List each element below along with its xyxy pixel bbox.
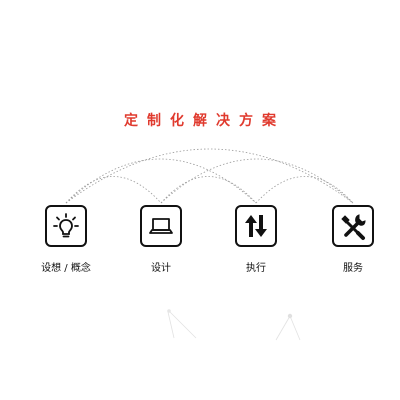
step-icon-box (235, 205, 277, 247)
step-icon-box (45, 205, 87, 247)
step-label: 服务 (343, 263, 363, 274)
laptop-icon (149, 218, 173, 234)
diagram-title: 定制化解决方案 (124, 113, 285, 129)
lightbulb-icon (53, 213, 79, 238)
up-down-arrows-icon (245, 215, 267, 237)
arc-1-2 (65, 176, 162, 204)
arc-1-4 (65, 148, 354, 204)
arc-3-4 (255, 176, 354, 204)
step-icon-box (140, 205, 182, 247)
step-execute: 执行 (211, 205, 301, 274)
step-concept: 设想 / 概念 (21, 205, 111, 274)
step-label: 设计 (151, 263, 171, 274)
step-design: 设计 (116, 205, 206, 274)
arc-2-3 (160, 176, 257, 204)
step-label: 执行 (246, 263, 266, 274)
step-icon-box (332, 205, 374, 247)
step-service: 服务 (308, 205, 398, 274)
step-label: 设想 / 概念 (41, 263, 91, 274)
wrench-screwdriver-icon (341, 214, 366, 240)
